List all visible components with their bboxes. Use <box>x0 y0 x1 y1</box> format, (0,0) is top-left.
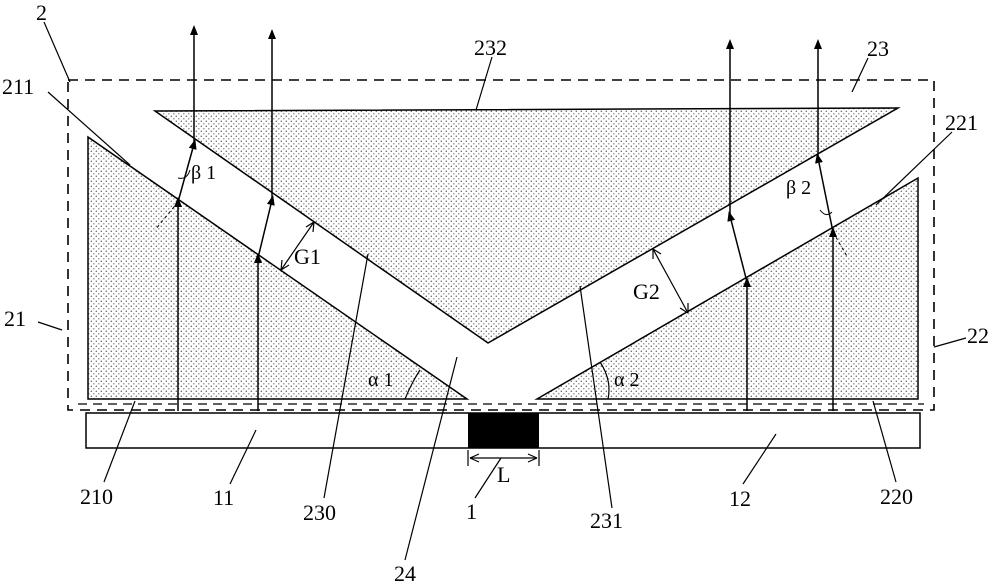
label-21: 21 <box>4 306 26 331</box>
label-24: 24 <box>394 561 416 585</box>
label-231: 231 <box>590 508 623 533</box>
label-beta1: β 1 <box>191 162 216 184</box>
ray-right-2-mid <box>818 158 833 232</box>
label-211: 211 <box>2 74 34 99</box>
label-alpha2: α 2 <box>614 369 639 391</box>
label-220: 220 <box>880 484 913 509</box>
label-G2: G2 <box>633 279 660 304</box>
label-221: 221 <box>945 110 978 135</box>
label-12: 12 <box>729 486 751 511</box>
leader-2 <box>44 22 70 82</box>
label-G1: G1 <box>294 244 321 269</box>
ray-left-2-mid <box>258 200 272 258</box>
leader-22 <box>934 338 966 347</box>
label-22: 22 <box>967 323 989 348</box>
label-2: 2 <box>36 0 47 25</box>
leader-21 <box>38 322 62 330</box>
label-alpha1: α 1 <box>368 369 393 391</box>
label-230: 230 <box>303 500 336 525</box>
light-source-1 <box>468 413 539 448</box>
label-23: 23 <box>867 36 889 61</box>
leader-23 <box>852 58 868 92</box>
label-210: 210 <box>80 484 113 509</box>
label-1: 1 <box>466 499 477 524</box>
label-232: 232 <box>474 35 507 60</box>
label-L: L <box>497 462 510 487</box>
label-11: 11 <box>213 485 234 510</box>
label-beta2: β 2 <box>786 177 811 199</box>
leader-232 <box>476 57 492 110</box>
ray-right-1-mid <box>730 216 747 282</box>
